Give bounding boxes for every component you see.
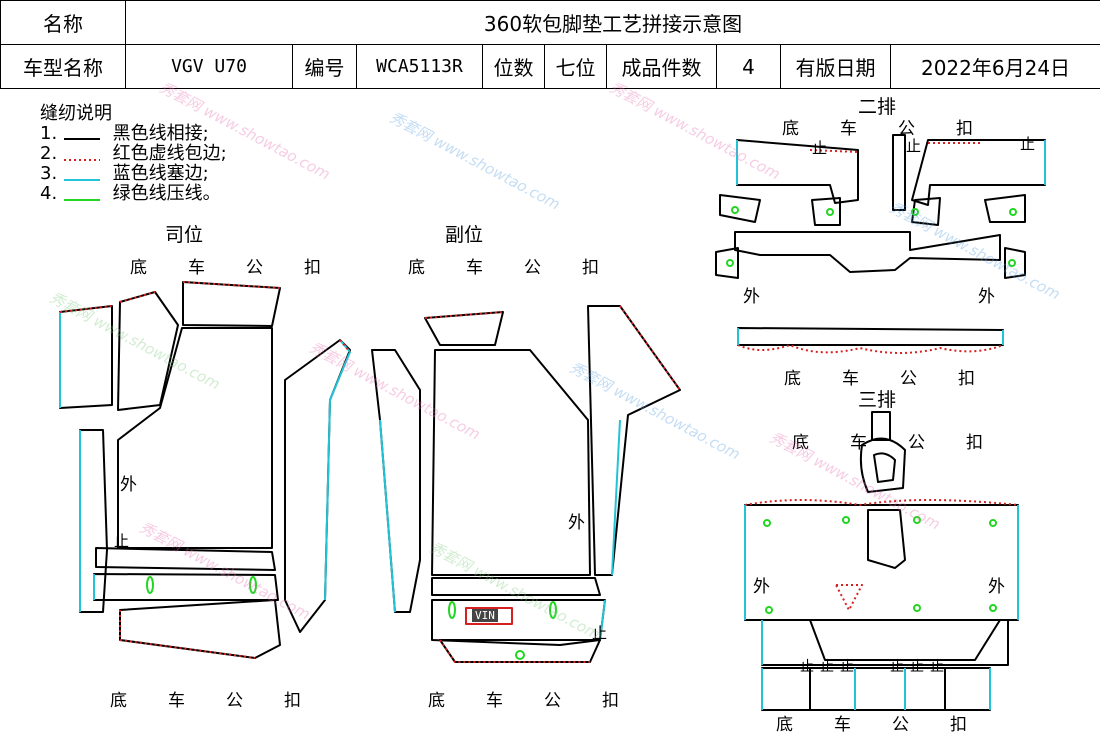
section-driver: 司位 xyxy=(165,220,203,247)
stop-label-passenger: 止 xyxy=(592,622,607,643)
direction-row-driver-bottom: 底车公扣 xyxy=(110,686,342,711)
stop-label-row2-b: 止 xyxy=(906,135,921,156)
direction-row-passenger-bottom: 底车公扣 xyxy=(428,686,660,711)
vin-label: VIN xyxy=(472,609,498,622)
stop-label-row3-d: 止 xyxy=(890,656,904,676)
outer-label-passenger: 外 xyxy=(568,508,585,533)
outer-label-row2-left: 外 xyxy=(743,282,760,307)
stop-label-row2-a: 止 xyxy=(812,137,827,158)
row2-pieces xyxy=(716,135,1045,353)
direction-row-row3-bottom: 底车公扣 xyxy=(776,710,1008,735)
stop-label-row3-f: 止 xyxy=(930,656,944,676)
legend-item-2: 2. 红色虚线包边; xyxy=(40,144,227,164)
driver-pieces xyxy=(60,282,350,658)
stop-label-row3-b: 止 xyxy=(820,656,834,676)
row3-pieces xyxy=(745,412,1018,710)
direction-row-row2-top: 底车公扣 xyxy=(782,114,1014,139)
legend: 缝纫说明 1. 黑色线相接; 2. 红色虚线包边; 3. 蓝色线塞边; 4. 绿… xyxy=(40,104,227,204)
direction-row-row2-bottom: 底车公扣 xyxy=(784,364,1016,389)
stop-label-row3-e: 止 xyxy=(910,656,924,676)
stop-label-driver: 止 xyxy=(114,530,129,551)
direction-row-row3-top: 底车公扣 xyxy=(792,428,1024,453)
outer-label-row2-right: 外 xyxy=(978,282,995,307)
outer-label-row3-left: 外 xyxy=(753,572,770,597)
direction-row-passenger-top: 底车公扣 xyxy=(408,253,640,278)
stop-label-row2-c: 止 xyxy=(1020,133,1035,154)
stop-label-row3-a: 止 xyxy=(800,656,814,676)
outer-label-row3-right: 外 xyxy=(988,572,1005,597)
legend-item-1: 1. 黑色线相接; xyxy=(40,124,227,144)
legend-item-3: 3. 蓝色线塞边; xyxy=(40,164,227,184)
legend-item-4: 4. 绿色线压线。 xyxy=(40,184,227,204)
stop-label-row3-c: 止 xyxy=(840,656,854,676)
section-row3: 三排 xyxy=(858,385,896,412)
section-passenger: 副位 xyxy=(445,220,483,247)
passenger-pieces xyxy=(372,306,680,662)
outer-label-driver: 外 xyxy=(120,470,137,495)
legend-title: 缝纫说明 xyxy=(40,104,227,124)
direction-row-driver-top: 底车公扣 xyxy=(130,253,362,278)
